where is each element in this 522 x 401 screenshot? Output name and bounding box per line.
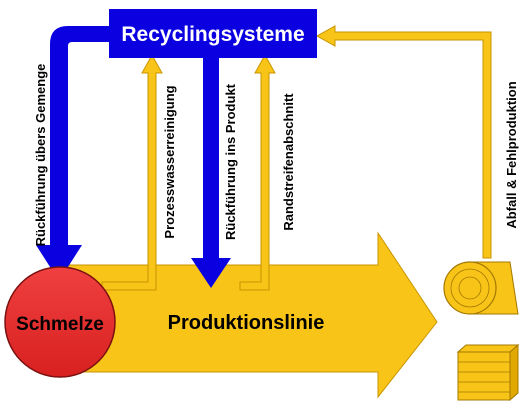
melt-circle	[4, 266, 116, 378]
paper-roll-icon	[443, 261, 519, 315]
process-water-arrow	[101, 53, 163, 291]
return-product-label: Rückführung ins Produkt	[223, 83, 238, 240]
return-batch-label: Rückführung übers Gemenge	[33, 64, 48, 247]
stacked-sheets-icon	[456, 343, 520, 401]
edge-strip-arrow	[239, 53, 276, 291]
process-water-label: Prozesswasserreinigung	[162, 85, 177, 238]
production-line-label: Produktionslinie	[168, 312, 325, 334]
melt-label: Schmelze	[16, 314, 104, 335]
waste-label: Abfall & Fehlproduktion	[504, 81, 519, 228]
edge-strip-label: Randstreifenabschnitt	[281, 93, 296, 231]
return-batch-arrow	[36, 26, 110, 281]
recycling-systems-label: Recyclingsysteme	[121, 23, 304, 46]
return-product-arrow	[191, 58, 231, 288]
waste-arrow	[315, 25, 492, 259]
recycling-systems-box	[109, 9, 317, 58]
